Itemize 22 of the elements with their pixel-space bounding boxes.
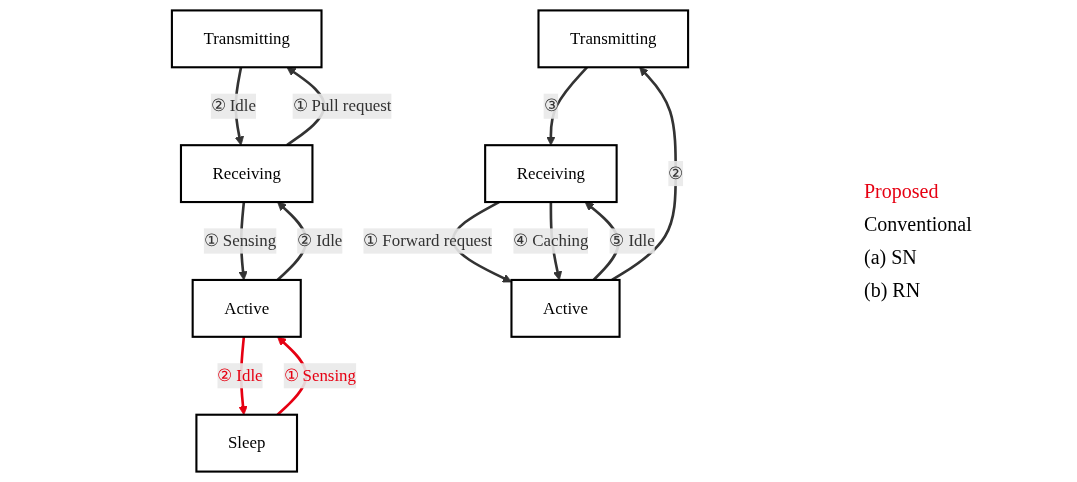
node-box: Transmitting [537, 9, 690, 69]
node-box: Active [510, 278, 621, 338]
edge-label: ③ [543, 96, 559, 115]
edge-label: ④ Caching [513, 231, 589, 250]
edge-label: ⑤ Idle [609, 231, 655, 250]
node-box: Transmitting [170, 9, 323, 69]
arrow-label: Conventional [864, 213, 973, 236]
node-box: Receiving [484, 144, 618, 204]
edge-label: ② Idle [217, 366, 263, 385]
edge-label: ① Pull request [292, 96, 392, 115]
edge-label: ② Idle [297, 231, 343, 250]
edge-label: ② [668, 164, 684, 183]
node-box: Active [191, 278, 302, 338]
node-box: Sleep [195, 413, 299, 473]
edge-label: ① Sensing [283, 366, 356, 385]
panel-caption: (b) RN [864, 279, 922, 302]
node-box: Receiving [179, 144, 314, 204]
edge-label: ② Idle [210, 96, 256, 115]
edge-label: ① Sensing [203, 231, 277, 250]
edge-label: ① Forward request [363, 231, 493, 250]
arrow-label: Proposed [864, 180, 940, 203]
panel-caption: (a) SN [864, 246, 918, 269]
